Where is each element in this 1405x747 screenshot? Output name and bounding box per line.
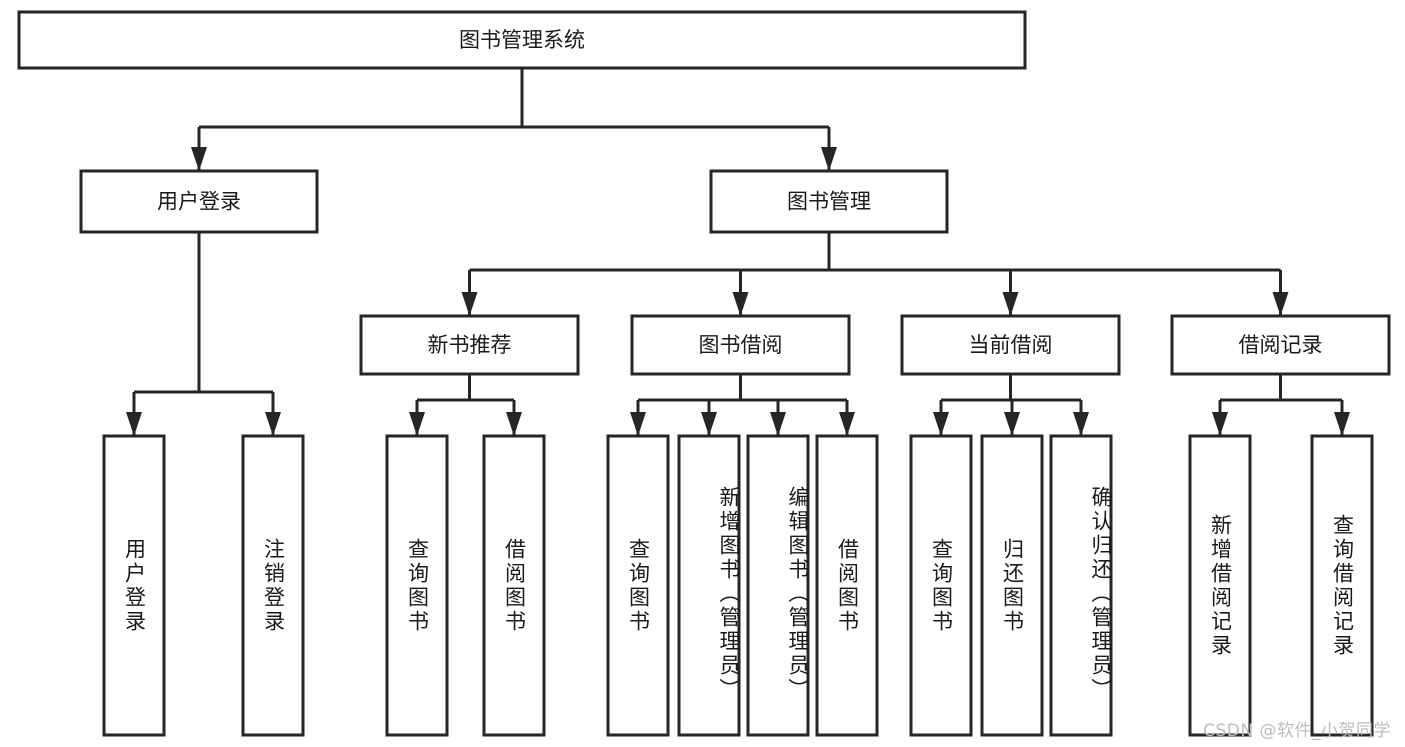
node-box-user-login[interactable]: [79, 169, 319, 234]
leaf-box-return-book[interactable]: [980, 434, 1044, 737]
leaf-box-edit-book-admin[interactable]: [746, 434, 810, 737]
node-box-root[interactable]: [17, 10, 1027, 70]
node-label-new-book-recommend: 新书推荐: [428, 333, 512, 357]
arrowhead-icon: [1073, 412, 1089, 436]
node-box-borrow-record[interactable]: [1170, 314, 1391, 376]
arrowhead-icon: [821, 147, 837, 171]
node-box-layer: [17, 10, 1391, 737]
leaf-box-query-book-2[interactable]: [606, 434, 670, 737]
watermark-text: CSDN @软件_小贺同学: [1203, 721, 1391, 741]
arrowhead-icon: [1212, 412, 1228, 436]
leaf-box-borrow-book-1[interactable]: [482, 434, 546, 737]
arrowhead-icon: [126, 412, 142, 436]
arrowhead-icon: [839, 412, 855, 436]
arrowhead-icon: [770, 412, 786, 436]
leaf-box-query-borrow-record[interactable]: [1310, 434, 1374, 737]
node-label-borrow-record: 借阅记录: [1239, 333, 1323, 357]
arrowhead-icon: [265, 412, 281, 436]
arrowhead-icon: [409, 412, 425, 436]
node-label-user-login: 用户登录: [157, 190, 241, 214]
leaf-box-confirm-return-admin[interactable]: [1049, 434, 1113, 737]
leaf-box-add-borrow-record[interactable]: [1188, 434, 1252, 737]
arrowhead-icon: [506, 412, 522, 436]
arrowhead-icon: [1002, 292, 1019, 316]
node-box-book-borrow[interactable]: [630, 314, 851, 376]
node-label-book-management: 图书管理: [787, 190, 871, 214]
node-box-book-management[interactable]: [709, 169, 949, 234]
leaf-box-user-login-leaf[interactable]: [102, 434, 166, 737]
arrowhead-icon: [461, 292, 478, 316]
leaf-box-borrow-book-2[interactable]: [815, 434, 879, 737]
arrowhead-icon: [701, 412, 717, 436]
leaf-box-query-book-3[interactable]: [909, 434, 973, 737]
leaf-box-add-book-admin[interactable]: [677, 434, 741, 737]
leaf-box-query-book-1[interactable]: [385, 434, 449, 737]
arrowhead-icon: [1334, 412, 1350, 436]
node-box-new-book-recommend[interactable]: [359, 314, 580, 376]
arrowhead-icon: [732, 292, 749, 316]
node-label-root: 图书管理系统: [459, 28, 585, 52]
connector-layer: [126, 68, 1350, 436]
arrowhead-icon: [191, 147, 207, 171]
node-label-current-borrow: 当前借阅: [969, 333, 1053, 357]
leaf-box-user-logout-leaf[interactable]: [241, 434, 305, 737]
arrowhead-icon: [1004, 412, 1020, 436]
arrowhead-icon: [933, 412, 949, 436]
node-label-book-borrow: 图书借阅: [699, 333, 783, 357]
arrowhead-icon: [1272, 292, 1289, 316]
arrowhead-icon: [630, 412, 646, 436]
node-box-current-borrow[interactable]: [900, 314, 1121, 376]
